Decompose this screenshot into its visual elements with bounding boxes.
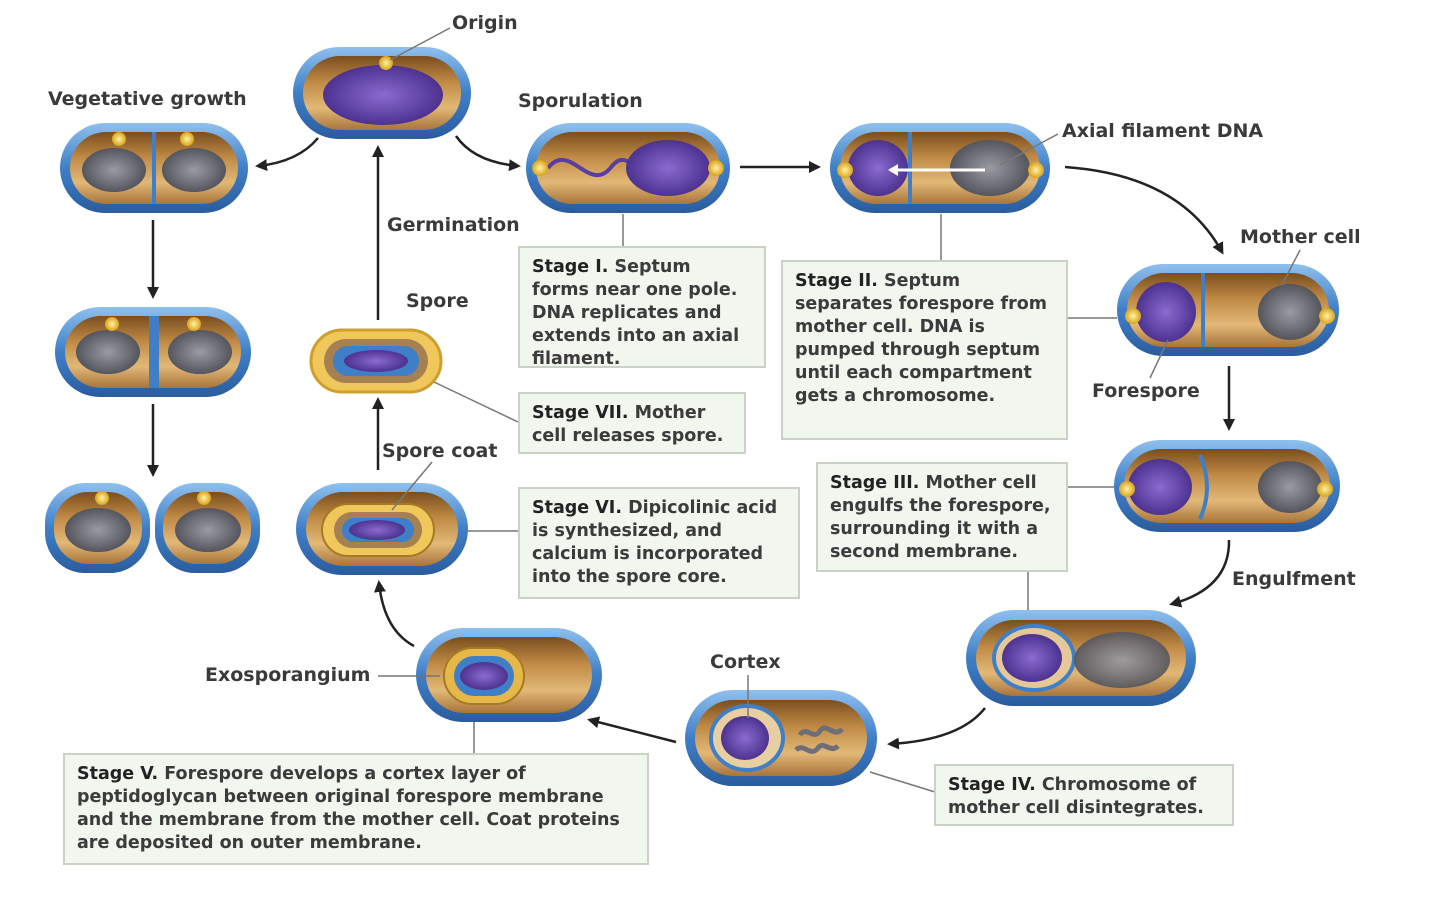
stage2-text: Septum separates forespore from mother c… [795, 271, 1047, 406]
engulfed-cell [966, 610, 1196, 706]
stage2-title: Stage II. [795, 271, 878, 291]
stage6-box: Stage VI. Dipicolinic acid is synthesize… [518, 487, 800, 599]
stage6-cell [296, 483, 468, 575]
vegetative-cell-1 [60, 123, 248, 213]
stage1-text: Septum forms near one pole. DNA replicat… [532, 257, 740, 369]
stage6-title: Stage VI. [532, 498, 622, 518]
origin-dot [379, 56, 393, 70]
spore [309, 328, 443, 394]
stage2-cell [830, 123, 1050, 213]
stage4-title: Stage IV. [948, 775, 1036, 795]
stage3-cell [1114, 440, 1340, 532]
label-exosporangium: Exosporangium [205, 664, 371, 686]
label-cortex: Cortex [710, 651, 781, 673]
stage1-cell [526, 123, 730, 213]
label-sporulation: Sporulation [518, 90, 643, 112]
chromosome-purple [323, 65, 443, 125]
label-germination: Germination [387, 214, 520, 236]
vegetative-cell-3 [45, 483, 260, 573]
label-mother-cell: Mother cell [1240, 226, 1361, 248]
stage5-title: Stage V. [77, 764, 159, 784]
stage4-box: Stage IV. Chromosome of mother cell disi… [934, 764, 1234, 826]
label-spore: Spore [406, 290, 469, 312]
cycle-arrows [147, 135, 1235, 750]
stage7-box: Stage VII. Mother cell releases spore. [518, 392, 746, 454]
label-engulfment: Engulfment [1232, 568, 1356, 590]
stage5-cell [416, 628, 602, 722]
stage4-cell [685, 690, 877, 786]
label-spore-coat: Spore coat [382, 440, 498, 462]
stage2-box: Stage II. Septum separates forespore fro… [781, 260, 1068, 440]
label-axial-filament-dna: Axial filament DNA [1062, 120, 1264, 142]
stage5-text: Forespore develops a cortex layer of pep… [77, 764, 620, 853]
label-forespore: Forespore [1092, 380, 1200, 402]
stage5-box: Stage V. Forespore develops a cortex lay… [63, 753, 649, 865]
stage3-box: Stage III. Mother cell engulfs the fores… [816, 462, 1068, 572]
stage4-text: Chromosome of mother cell disintegrates. [948, 775, 1204, 818]
label-origin: Origin [452, 12, 518, 34]
stage3-title: Stage III. [830, 473, 920, 493]
label-vegetative-growth: Vegetative growth [48, 88, 247, 110]
leader-lines [378, 27, 1301, 793]
mother-cell-forespore [1117, 264, 1339, 356]
stage7-text: Mother cell releases spore. [532, 403, 724, 446]
stage1-box: Stage I. Septum forms near one pole. DNA… [518, 246, 766, 369]
stage1-title: Stage I. [532, 257, 609, 277]
vegetative-cell-2 [55, 307, 251, 397]
stage7-title: Stage VII. [532, 403, 629, 423]
stage3-text: Mother cell engulfs the forespore, surro… [830, 473, 1051, 562]
origin-cell [293, 47, 471, 139]
stage6-text: Dipicolinic acid is synthesized, and cal… [532, 498, 778, 587]
